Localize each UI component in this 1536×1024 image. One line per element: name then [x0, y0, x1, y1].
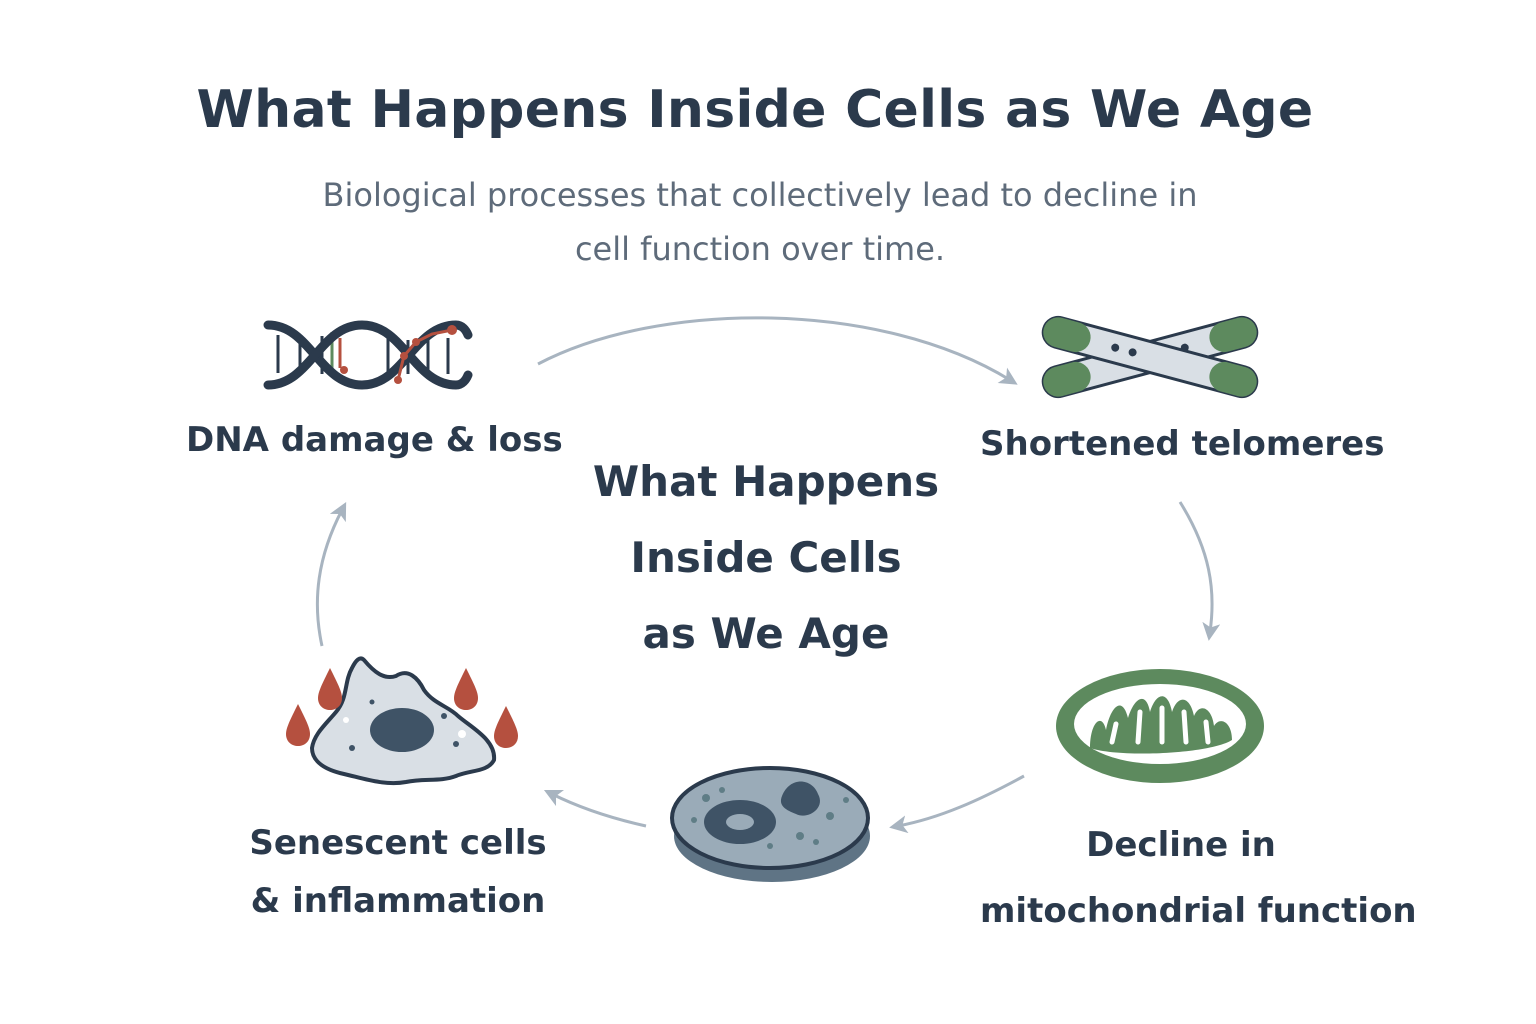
label-senescent-line-2: & inflammation	[250, 881, 546, 921]
center-title-line-2: Inside Cells	[630, 533, 902, 582]
page-title: What Happens Inside Cells as We Age	[196, 80, 1314, 140]
cell-icon	[670, 766, 870, 882]
center-title: What Happens Inside Cells as We Age	[556, 444, 976, 672]
arrow-mitochondria-to-cell	[889, 774, 1025, 834]
center-title-line-3: as We Age	[642, 609, 890, 658]
label-mitochondrial-line-1: Decline in	[1086, 825, 1276, 865]
label-dna-damage: DNA damage & loss	[186, 420, 563, 460]
label-mitochondrial-decline: Decline in mitochondrial function	[980, 812, 1417, 944]
page-subtitle: Biological processes that collectively l…	[240, 168, 1280, 276]
center-title-line-1: What Happens	[592, 457, 940, 506]
chromosome-icon	[1041, 315, 1259, 399]
arrow-dna-to-telomeres	[537, 316, 1018, 385]
label-senescent-line-1: Senescent cells	[249, 823, 547, 863]
senescent-cell-icon	[286, 656, 518, 786]
arrow-senescent-to-dna	[315, 502, 347, 647]
subtitle-line-1: Biological processes that collectively l…	[322, 176, 1198, 214]
label-senescent-cells: Senescent cells & inflammation	[230, 814, 566, 930]
label-shortened-telomeres: Shortened telomeres	[980, 424, 1385, 464]
label-mitochondrial-line-2: mitochondrial function	[980, 891, 1417, 931]
mitochondrion-icon	[1056, 669, 1264, 783]
subtitle-line-2: cell function over time.	[574, 230, 946, 268]
arrow-cell-to-senescent	[543, 789, 647, 828]
dna-helix-icon	[263, 320, 473, 390]
arrow-telomeres-to-mitochondria	[1178, 501, 1221, 641]
